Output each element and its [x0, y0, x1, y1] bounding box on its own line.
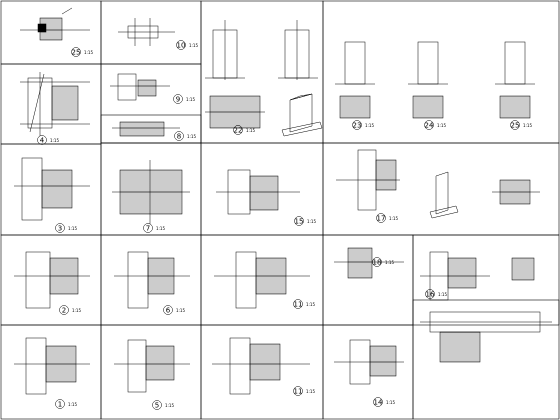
detail-number: 7	[146, 225, 150, 233]
detail-scale: 1:15	[307, 219, 316, 224]
detail-marker: 2 1:15	[59, 305, 81, 315]
detail-scale: 1:15	[306, 389, 315, 394]
detail-scale: 1:15	[523, 123, 532, 128]
detail-number: 3	[58, 225, 62, 233]
detail-marker: 7 1:15	[143, 223, 165, 233]
detail-marker: 1 1:15	[55, 399, 77, 409]
detail-marker: 3 1:15	[55, 223, 77, 233]
detail-scale: 1:15	[246, 128, 255, 133]
detail-number: 17	[377, 215, 386, 223]
detail-scale: 1:15	[189, 43, 198, 48]
detail-marker: 9 1:15	[173, 94, 195, 104]
detail-scale: 1:15	[72, 308, 81, 313]
detail-scale: 1:15	[389, 216, 398, 221]
detail-marker: 4 1:15	[37, 135, 59, 145]
detail-number: 25	[511, 122, 520, 130]
detail-number: 24	[425, 122, 434, 130]
detail-number: 2	[62, 307, 66, 315]
detail-scale: 1:15	[50, 138, 59, 143]
detail-scale: 1:15	[437, 123, 446, 128]
detail-scale: 1:15	[68, 226, 77, 231]
detail-number: 11	[294, 301, 303, 309]
detail-number: 22	[234, 127, 243, 135]
detail-number: 23	[353, 122, 362, 130]
detail-number: 18	[373, 259, 382, 267]
detail-marker: 6 1:15	[163, 305, 185, 315]
detail-number: 9	[176, 96, 180, 104]
detail-marker: 8 1:15	[174, 131, 196, 141]
detail-scale: 1:15	[306, 302, 315, 307]
detail-number: 5	[155, 402, 159, 410]
detail-number: 8	[177, 133, 181, 141]
detail-number: 14	[374, 399, 383, 407]
detail-number: 25	[72, 49, 81, 57]
detail-marker: 5 1:15	[152, 400, 174, 410]
detail-number: 4	[40, 137, 45, 145]
detail-scale: 1:15	[438, 292, 447, 297]
detail-scale: 1:15	[84, 50, 93, 55]
detail-number: 16	[426, 291, 435, 299]
detail-scale: 1:15	[386, 400, 395, 405]
detail-number: 6	[166, 307, 171, 315]
detail-scale: 1:15	[186, 97, 195, 102]
detail-scale: 1:15	[176, 308, 185, 313]
detail-scale: 1:15	[156, 226, 165, 231]
detail-scale: 1:15	[68, 402, 77, 407]
detail-number: 1	[58, 401, 62, 409]
linework	[14, 7, 552, 395]
detail-number: 11	[294, 388, 303, 396]
detail-number: 10	[177, 42, 186, 50]
detail-scale: 1:15	[187, 134, 196, 139]
detail-number: 15	[295, 218, 304, 226]
detail-scale: 1:15	[365, 123, 374, 128]
detail-scale: 1:15	[165, 403, 174, 408]
detail-scale: 1:15	[385, 260, 394, 265]
